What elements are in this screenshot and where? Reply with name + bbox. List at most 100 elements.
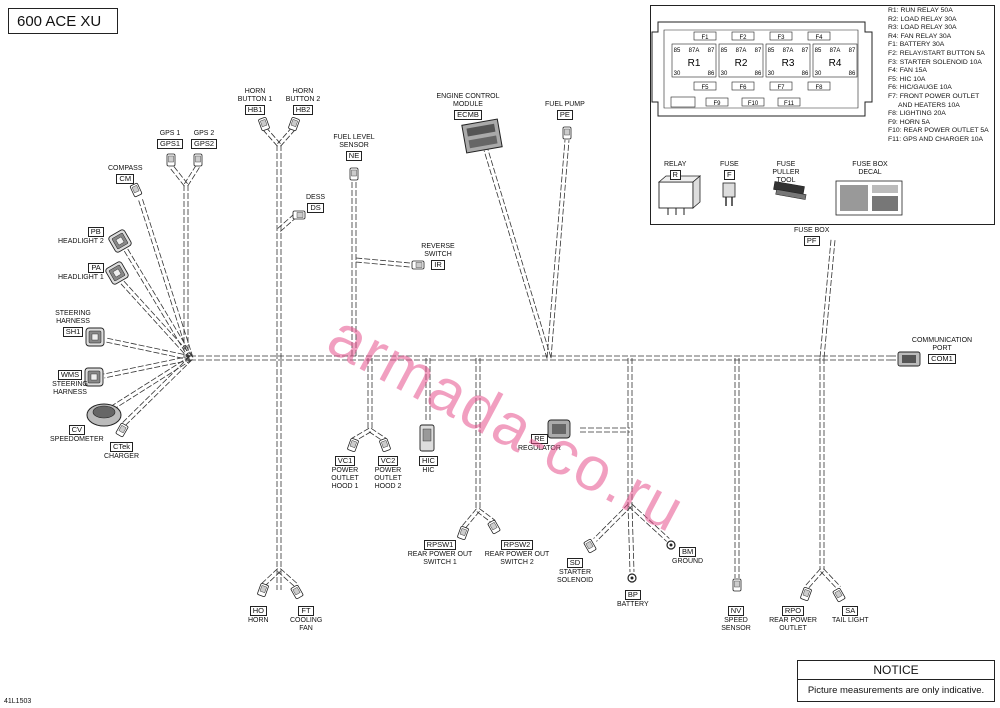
fuse-list-item: R2: LOAD RELAY 30A xyxy=(888,15,957,23)
relay-pin-label: 87A xyxy=(736,48,747,54)
legend-fuse-puller: FUSE PULLER TOOL xyxy=(772,161,800,184)
fuse-slot xyxy=(693,81,717,91)
fuse-list-item: F4: FAN 15A xyxy=(888,67,927,75)
regulator-shape xyxy=(547,419,571,439)
fuse-slot xyxy=(741,97,765,107)
gps2-connector xyxy=(193,153,203,167)
wire-strand xyxy=(823,240,836,359)
dess-connector xyxy=(292,210,306,220)
relay-pin-label: 87A xyxy=(830,48,841,54)
wire-strand xyxy=(820,571,838,590)
fuse-slot xyxy=(807,31,831,41)
relay-pin-label: 86 xyxy=(849,71,856,77)
relay-slot-label: R3 xyxy=(782,58,795,69)
relay-pin-label: 30 xyxy=(674,71,681,77)
wire-strand xyxy=(262,129,278,147)
harness-wires xyxy=(103,126,898,590)
hb2-connector xyxy=(287,116,301,132)
relay-pin-label: 86 xyxy=(708,71,715,77)
fuse-legend-panel xyxy=(650,5,995,225)
notice-text: Picture measurements are only indicative… xyxy=(807,685,985,696)
rear-outlet-connector xyxy=(799,586,813,602)
wire-strand xyxy=(103,355,191,375)
wire-strand xyxy=(277,571,296,588)
fuse-list-item: F10: REAR POWER OUTLET 5A xyxy=(888,127,989,135)
relay-slot xyxy=(765,43,811,78)
wire-strand xyxy=(122,356,190,423)
relay-slot xyxy=(812,43,858,78)
fuse-slot xyxy=(777,97,801,107)
fuse-list-item: F8: LIGHTING 20A xyxy=(888,110,946,118)
wire-strand xyxy=(277,126,293,144)
fuse-slot xyxy=(769,81,793,91)
wire-strand xyxy=(104,359,192,379)
wire-strand xyxy=(476,511,494,524)
relay-pin-label: 30 xyxy=(721,71,728,77)
fuse-slot xyxy=(769,31,793,41)
fuse-icon xyxy=(722,182,736,206)
relay-pin-label: 87 xyxy=(849,48,856,54)
fuse-slot xyxy=(693,31,717,41)
fuse-list-item: R4: FAN RELAY 30A xyxy=(888,32,952,40)
wire-strand xyxy=(819,239,832,358)
ecm-connector xyxy=(461,118,503,154)
battery-terminal xyxy=(627,573,637,583)
gps1-connector xyxy=(166,153,176,167)
wire-strand xyxy=(141,197,194,358)
relay-pin-label: 30 xyxy=(768,71,775,77)
ground-terminal xyxy=(666,540,676,550)
relay-pin-label: 87A xyxy=(783,48,794,54)
speedometer-shape xyxy=(86,403,122,427)
wire-strand xyxy=(823,568,841,587)
wire-strand xyxy=(631,503,670,539)
fuse-box-decal-icon xyxy=(835,180,903,216)
fuse-slot-label: F2 xyxy=(739,35,747,41)
relay-slot xyxy=(671,43,717,78)
relay-pin-label: 87 xyxy=(755,48,762,54)
notice-heading: NOTICE xyxy=(798,661,994,680)
fuse-list-item: F11: GPS AND CHARGER 10A xyxy=(888,135,984,143)
wire-strand xyxy=(120,283,190,360)
fuse-slot-label: F6 xyxy=(739,85,747,91)
wire-strand xyxy=(169,166,185,187)
relay-pin-label: 85 xyxy=(815,48,822,54)
wire-strand xyxy=(370,428,387,439)
wire-strand xyxy=(368,431,385,442)
vc1-connector xyxy=(346,437,360,453)
fuse-list-item: F6: HIC/GAUGE 10A xyxy=(888,84,952,92)
fuse-slot-label: F10 xyxy=(748,101,759,107)
wire-strand xyxy=(125,359,193,426)
fan-connector xyxy=(290,584,304,600)
fuse-slot-label: F11 xyxy=(784,101,795,107)
wire-strand xyxy=(355,261,410,268)
wire-strand xyxy=(183,164,197,185)
fuse-list-item: R1: RUN RELAY 50A xyxy=(888,7,953,14)
fuse-list-item: F7: FRONT POWER OUTLET xyxy=(888,92,980,100)
wire-strand xyxy=(280,568,299,585)
relay-pin-label: 86 xyxy=(802,71,809,77)
wire-strand xyxy=(487,149,552,358)
headlight2-connector xyxy=(107,228,133,254)
